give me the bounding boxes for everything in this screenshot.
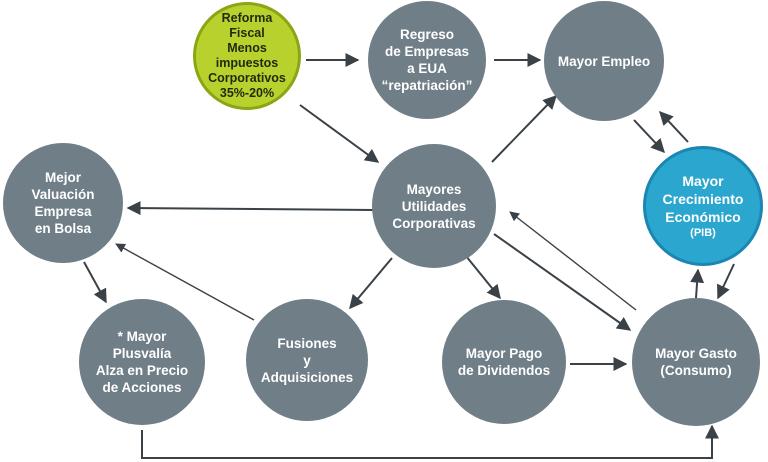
arrow-gasto-utilidades	[509, 211, 637, 311]
node-reforma-fiscal-label: Reforma Fiscal Menos impuestos Corporati…	[208, 11, 286, 100]
arrow-gasto-crecimiento	[690, 268, 705, 299]
arrow-utilidades-dividendos	[465, 255, 501, 300]
arrow-plusvalia-gasto	[141, 424, 719, 459]
arrow-crecimiento-gasto	[717, 263, 735, 300]
node-mayores-utilidades: Mayores Utilidades Corporativas	[372, 144, 496, 268]
arrow-utilidades-empleo	[491, 94, 557, 163]
node-mayor-empleo: Mayor Empleo	[544, 1, 664, 121]
node-regreso-empresas-label: Regreso de Empresas a EUA “repatriación”	[381, 27, 473, 93]
node-mayor-plusvalia: * Mayor Plusvalía Alza en Precio de Acci…	[79, 299, 205, 425]
node-reforma-fiscal: Reforma Fiscal Menos impuestos Corporati…	[193, 2, 301, 110]
node-mayor-plusvalia-label: * Mayor Plusvalía Alza en Precio de Acci…	[95, 329, 189, 395]
node-mayor-dividendos: Mayor Pago de Dividendos	[442, 300, 566, 424]
arrow-reforma-utilidades	[299, 104, 380, 163]
node-mejor-valuacion-label: Mejor Valuación Empresa en Bolsa	[31, 170, 95, 236]
node-mayor-dividendos-label: Mayor Pago de Dividendos	[457, 346, 551, 378]
arrow-crecimiento-empleo	[659, 110, 689, 143]
arrow-utilidades-fusiones	[349, 257, 393, 310]
node-mayor-empleo-label: Mayor Empleo	[557, 53, 651, 69]
node-mayor-crecimiento-sub: (PIB)	[690, 227, 716, 239]
node-mayor-crecimiento: Mayor Crecimiento Económico (PIB)	[643, 146, 763, 266]
node-mayor-gasto: Mayor Gasto (Consumo)	[632, 298, 760, 426]
arrow-utilidades-valuacion	[126, 201, 375, 216]
node-regreso-empresas: Regreso de Empresas a EUA “repatriación”	[368, 1, 486, 119]
arrow-fusiones-valuacion	[115, 243, 255, 321]
node-mayor-gasto-label: Mayor Gasto (Consumo)	[655, 346, 737, 378]
node-mayor-crecimiento-label: Mayor Crecimiento Económico	[662, 173, 744, 225]
arrow-utilidades-gasto	[493, 233, 632, 331]
node-mayores-utilidades-label: Mayores Utilidades Corporativas	[392, 181, 476, 231]
arrow-valuacion-plusvalia	[83, 261, 107, 304]
node-mejor-valuacion: Mejor Valuación Empresa en Bolsa	[3, 143, 123, 263]
node-fusiones-label: Fusiones y Adquisiciones	[260, 335, 354, 385]
node-fusiones: Fusiones y Adquisiciones	[246, 299, 368, 421]
arrow-empleo-crecimiento	[633, 119, 665, 154]
